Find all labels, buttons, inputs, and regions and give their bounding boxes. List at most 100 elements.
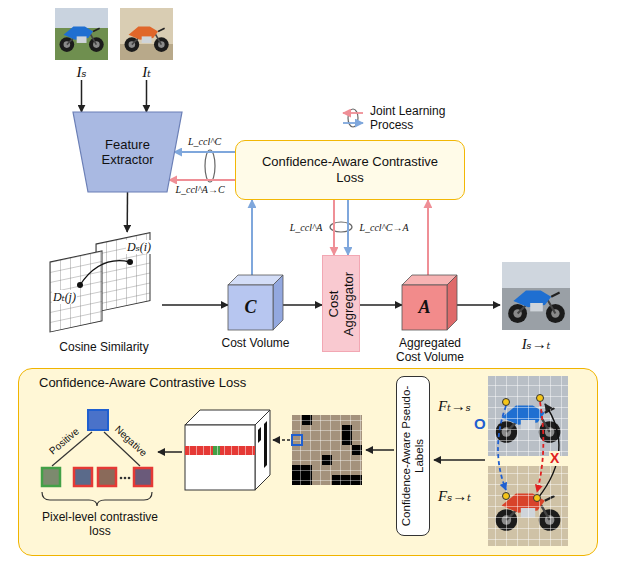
panel-heading: Confidence-Aware Contrastive Loss (39, 375, 246, 391)
image-panel: Iₛ (55, 8, 108, 80)
source-photo (55, 8, 108, 60)
loss-term: L_ccl^C→A (358, 222, 409, 234)
loop-symbol (205, 150, 215, 182)
correlation-cube (264, 421, 267, 468)
target-photo (120, 8, 173, 60)
module-name: Confidence-Aware Pseudo-Labels (400, 381, 426, 531)
legend-text: Joint Learning Process (370, 104, 456, 132)
feature-photos (488, 376, 568, 456)
feature-photos (488, 466, 568, 546)
loss-term: L_ccl^A→C (174, 184, 225, 196)
similarity-grids: Dₜ(j)Dₛ(i)Cosine Similarity (46, 232, 162, 354)
loss-arrow (174, 151, 235, 153)
symbol: C (228, 285, 273, 330)
feature-extractor: Feature Extractor (73, 112, 182, 192)
caption: Cost Volume (203, 336, 308, 350)
contrastive-samples (120, 477, 123, 480)
feature-photos (534, 495, 541, 502)
similarity-grid (50, 251, 102, 332)
pair-label: Negative (113, 424, 149, 459)
module-name: Feature Extractor (87, 137, 168, 167)
loss-term: L_ccl^A (289, 222, 324, 234)
feature-label: Fₛ→ₜ (438, 488, 471, 504)
module-name: Cost Aggregator (326, 260, 356, 347)
contrastive-samples (74, 468, 92, 486)
joint-learning-symbol (348, 109, 358, 127)
match-mark: O (474, 416, 486, 432)
descriptor-label: Dₛ(i) (126, 240, 152, 254)
contrastive-samples (88, 410, 108, 430)
symbol: A (402, 285, 447, 330)
correlation-cube (185, 446, 255, 455)
flow-arrow (146, 80, 148, 112)
feature-photos (488, 376, 568, 546)
contrastive-samples (42, 410, 152, 506)
joint-learning-symbol (343, 112, 363, 114)
detail-panel-fill (19, 369, 598, 556)
flow-arrow (366, 449, 394, 451)
cost-volume-cube: CCost Volume (228, 275, 283, 330)
flow-arrow (162, 304, 228, 306)
pseudo-label-map (292, 415, 362, 485)
contrastive-samples (124, 477, 127, 480)
cube-face (402, 285, 447, 330)
image-label: Iₛ→ₜ (490, 336, 582, 352)
source-photo (55, 8, 108, 28)
image-label: Iₜ (110, 64, 183, 80)
mismatch-mark: X (549, 451, 560, 466)
contrastive-samples (42, 468, 60, 486)
feature-photos (537, 395, 544, 402)
pseudo-label-map (292, 435, 302, 445)
correlation-cube (255, 410, 270, 490)
cube-face (228, 285, 273, 330)
caption: Cosine Similarity (36, 340, 172, 354)
loss-arrow (333, 200, 335, 255)
pseudo-label-box: Confidence-Aware Pseudo-Labels (396, 376, 430, 536)
loss-box: Confidence-Aware Contrastive Loss (235, 140, 465, 200)
source-photo (55, 8, 108, 60)
cost-aggregator: Cost Aggregator (322, 255, 360, 352)
feature-label: Fₜ→ₛ (438, 398, 471, 414)
contrastive-samples (128, 477, 131, 480)
flow-arrow (360, 304, 402, 306)
contrastive-samples (134, 468, 152, 486)
similarity-grid (50, 251, 102, 332)
similarity-grid (80, 261, 130, 285)
descriptor-label: Dₜ(j) (52, 290, 77, 304)
similarity-grid (127, 259, 133, 265)
joint-learning-symbol (343, 122, 363, 124)
warped-photo (508, 290, 565, 323)
loss-arrow (251, 200, 253, 275)
feature-photos (488, 466, 568, 546)
flow-arrow (126, 192, 128, 232)
flow-arrow (273, 439, 290, 440)
pair-label: Positive (47, 426, 81, 457)
flow-arrow (81, 80, 83, 112)
flow-arrow (158, 451, 182, 453)
joint-learning-symbol (343, 109, 363, 127)
image-label: Iₛ (45, 64, 118, 80)
cube-face (447, 275, 457, 330)
caption: Pixel-level contrastive loss (38, 510, 162, 538)
warped-photo (502, 262, 570, 288)
feature-photos (503, 399, 510, 406)
loss-arrow (427, 200, 429, 275)
loss-arrow (169, 179, 235, 181)
correlation-cube (258, 427, 261, 443)
contrastive-samples (98, 468, 116, 486)
image-panel: Iₜ (120, 8, 173, 80)
module-name: Confidence-Aware Contrastive Loss (250, 154, 450, 186)
image-panel: Iₛ→ₜ (500, 262, 572, 352)
caption: Aggregated Cost Volume (390, 336, 470, 364)
pseudo-label-map (292, 415, 362, 485)
aggregated-cube: AAggregated Cost Volume (402, 275, 457, 330)
contrastive-samples (42, 492, 152, 506)
flow-arrow (434, 459, 485, 461)
trapezoid-outline (73, 112, 182, 192)
correlation-cube (185, 425, 255, 490)
correlation-cube (185, 446, 255, 455)
detail-panel-fill (19, 369, 598, 556)
